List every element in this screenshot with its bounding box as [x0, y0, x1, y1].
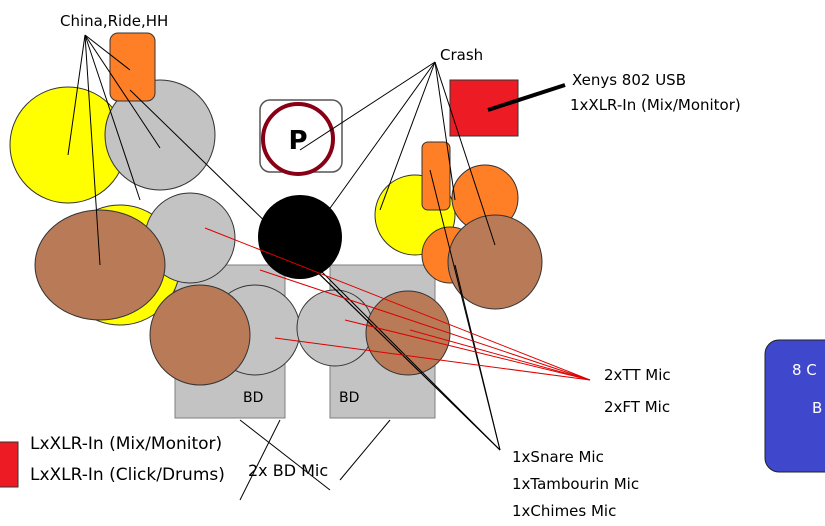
callout-lines [67, 34, 501, 501]
mixer-box [764, 339, 825, 473]
label-crash: Crash [440, 46, 483, 64]
stand-orange-right [421, 141, 451, 211]
tom-gray-center-right [296, 289, 374, 367]
mixer-label-2: B [812, 399, 822, 417]
pedal-ring [261, 102, 335, 176]
label-interface-name: Xenys 802 USB [572, 71, 686, 89]
label-chimes-mic: 1xChimes Mic [512, 502, 616, 520]
floor-tom-brown-right [365, 290, 451, 376]
hihat-stand-left [109, 32, 156, 102]
label-left-input-mix: LxXLR-In (Mix/Monitor) [30, 434, 222, 454]
pedal-label: P [288, 126, 307, 156]
label-tambourin-mic: 1xTambourin Mic [512, 475, 639, 493]
left-input-box [0, 441, 19, 488]
interface-cable [487, 83, 566, 112]
mic-lines-red [204, 227, 591, 381]
label-snare-mic: 1xSnare Mic [512, 448, 604, 466]
label-cymbals: China,Ride,HH [60, 12, 168, 30]
label-bd-right: BD [339, 390, 359, 406]
interface-box [449, 79, 519, 137]
label-left-input-click: LxXLR-In (Click/Drums) [30, 465, 225, 485]
label-ft-mic: 2xFT Mic [604, 398, 670, 416]
label-bd-left: BD [243, 390, 263, 406]
label-interface-input: 1xXLR-In (Mix/Monitor) [570, 96, 741, 114]
snare-black [258, 195, 342, 279]
floor-tom-brown-left [149, 284, 251, 386]
label-bd-mic: 2x BD Mic [248, 461, 328, 480]
cymbal-gray-top-left [104, 79, 216, 191]
label-tt-mic: 2xTT Mic [604, 366, 671, 384]
tom-brown-right [447, 214, 543, 310]
mixer-label-1: 8 C [792, 361, 817, 379]
